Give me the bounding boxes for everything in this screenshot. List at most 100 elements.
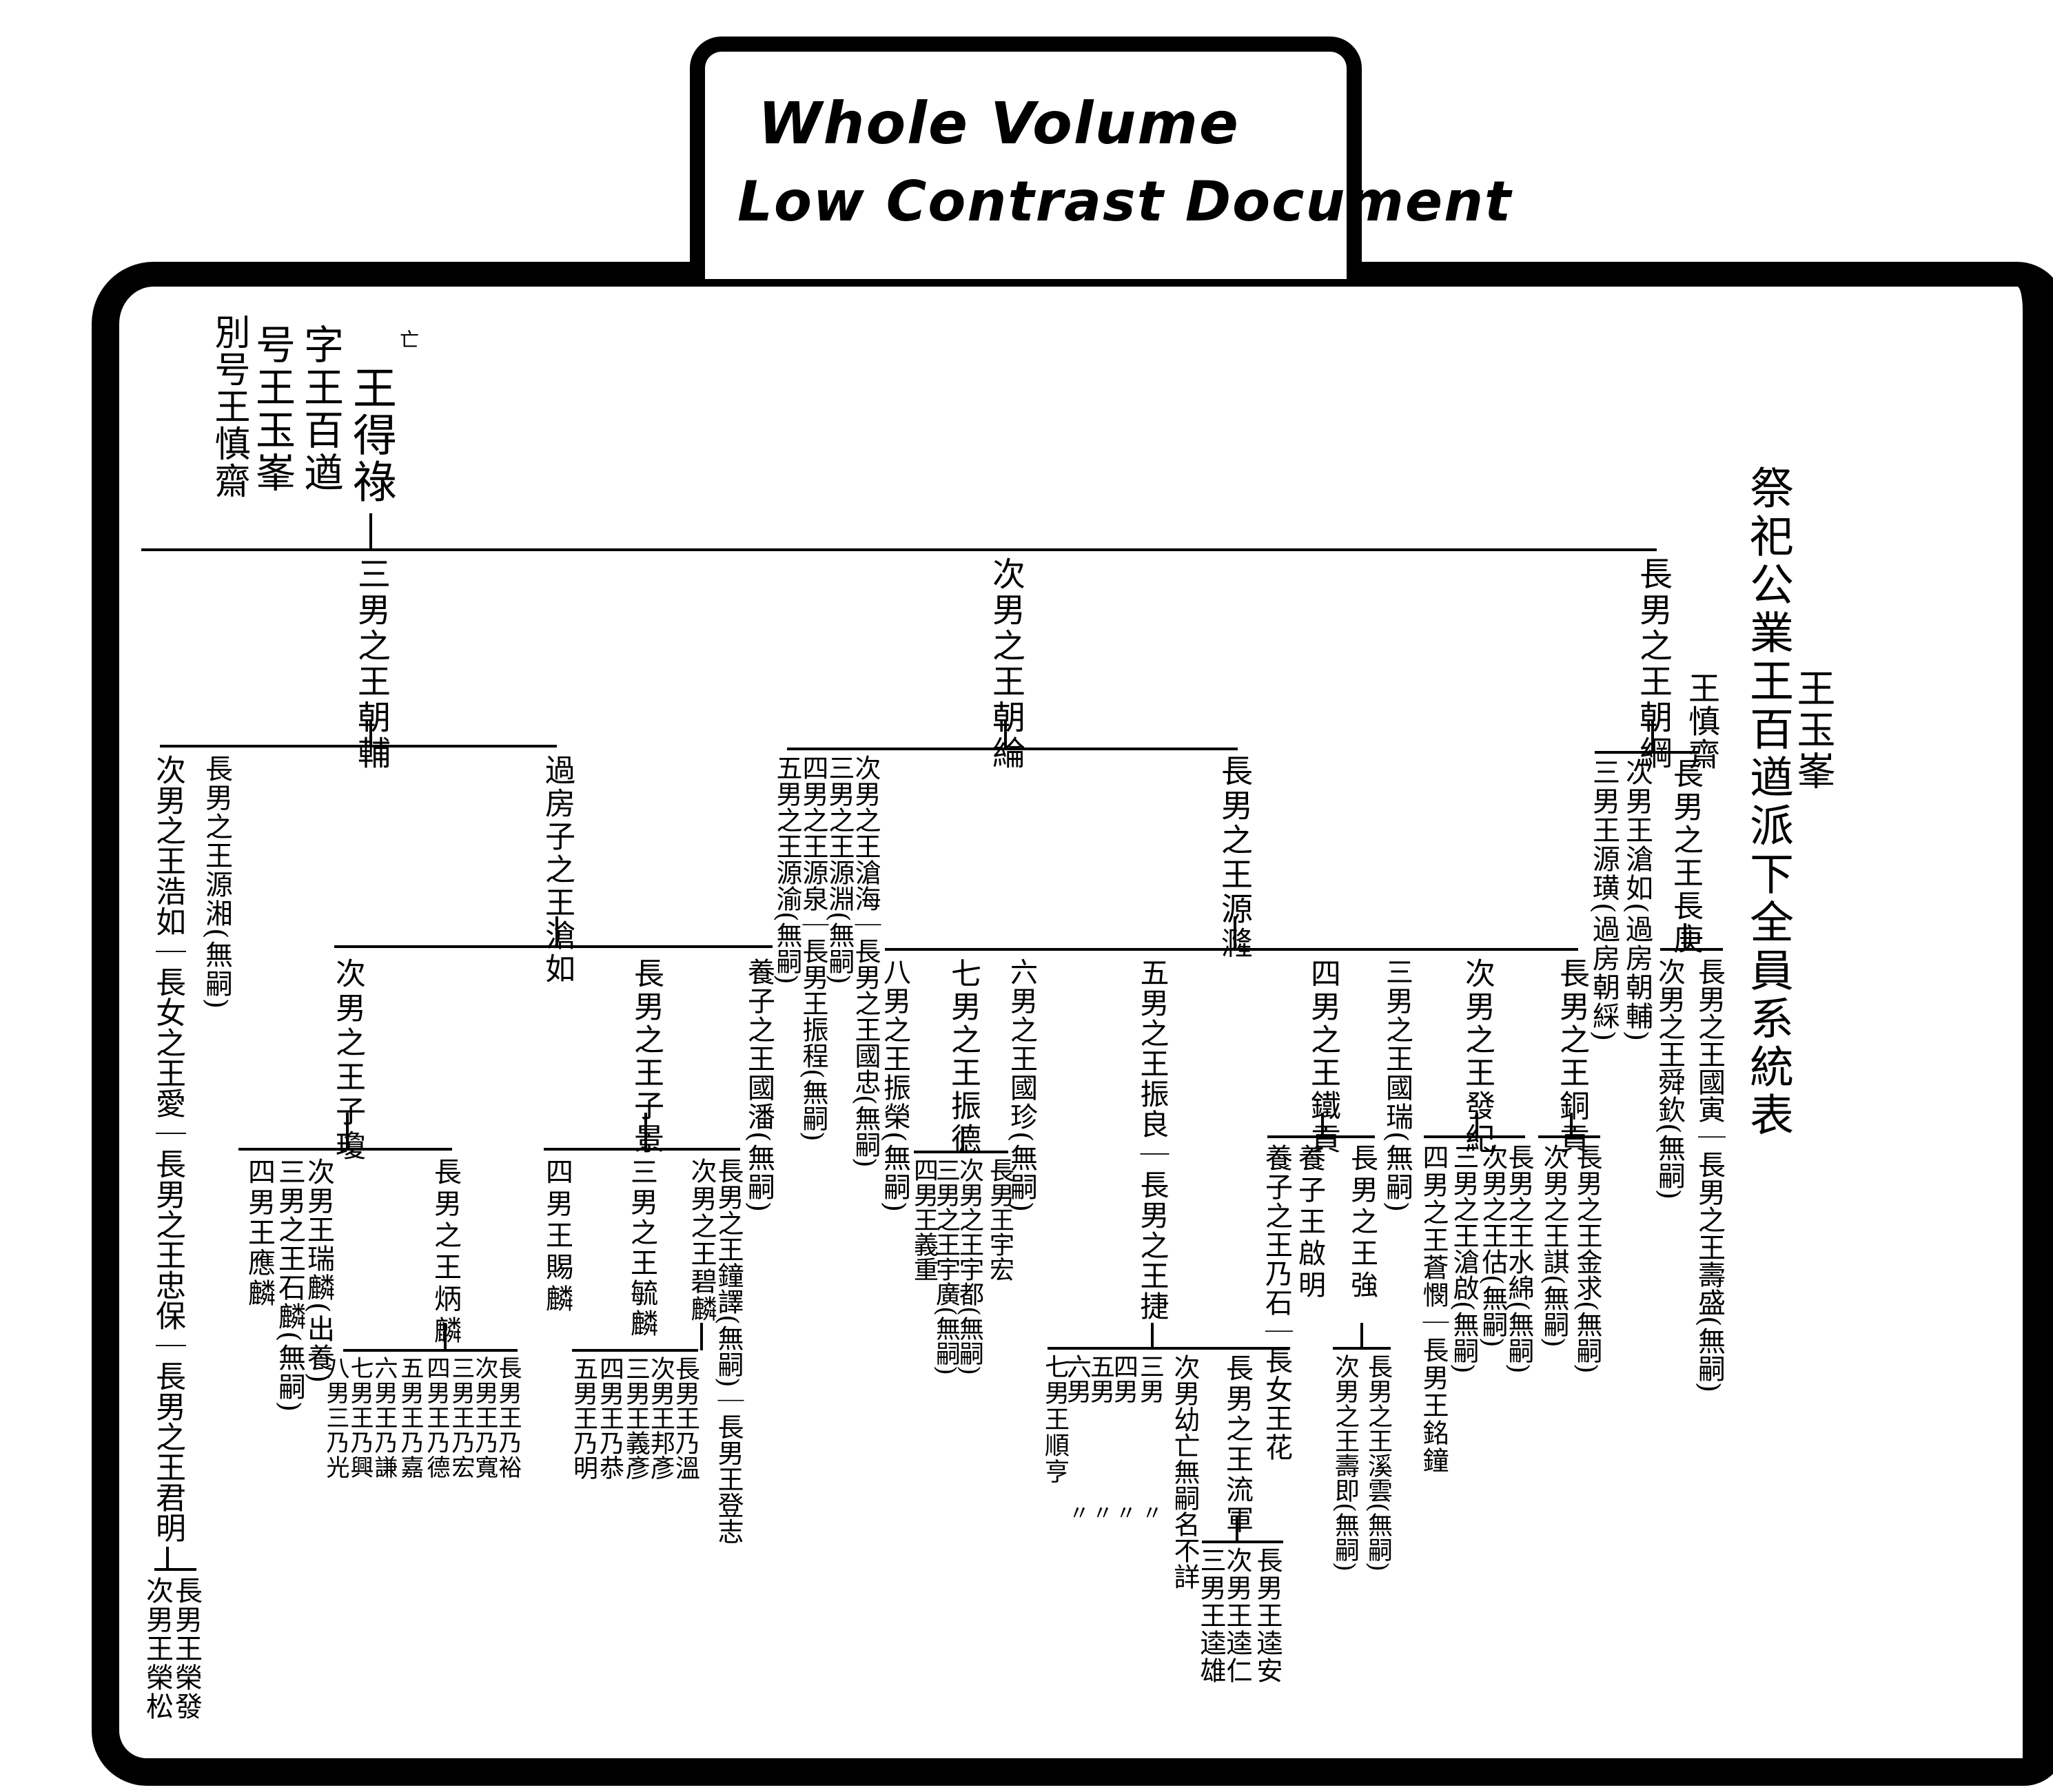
gen4-node: 長男之王鐘譯(無嗣)｜長男王登志 [713,1157,744,1545]
tree-connector-vertical [369,513,372,550]
tree-connector-horizontal [1048,1347,1290,1350]
tree-connector-horizontal [334,945,773,948]
handwritten-label-line2: Low Contrast Document [737,169,1513,234]
gen4-node: 養子王啟明 [1294,1144,1325,1302]
gen2-node: 次男王滄如(過房朝輔) [1621,758,1653,1043]
tree-connector-vertical [346,1113,349,1149]
root-deceased-mark: 亡 [397,329,420,349]
root-courtesy-name: 字王百遒 [297,324,344,495]
gen5-node: 次男王乃寬 [471,1356,498,1480]
tree-connector-vertical [166,1547,169,1569]
tree-connector-horizontal [885,948,1578,951]
gen4-node: 三男之王滄啟(無嗣) [1449,1144,1479,1374]
tree-connector-horizontal [238,1148,452,1151]
tree-connector-horizontal [572,1349,698,1352]
gen3-node: 五男之王振良｜長男之王捷 [1136,958,1170,1321]
gen5-node: 七男王順亨 [1041,1354,1069,1485]
tree-connector-vertical [369,720,372,746]
gen6-node: 次男王榮松 [141,1576,173,1721]
gen2-node: 長男之王源湘(無嗣) [201,754,232,1011]
tree-connector-horizontal [544,1148,740,1151]
gen5-node: 次男之王壽即(無嗣) [1331,1354,1359,1572]
gen5-node: 四男王乃恭 [595,1356,624,1480]
tree-connector-vertical [1475,1113,1478,1137]
gen5-node: 五男王乃嘉 [396,1356,424,1480]
gen4-node: 長男王宇宏 [985,1157,1014,1281]
gen4-node: 三男之王石麟(無嗣) [274,1157,305,1414]
gen5-node: 四男 [1110,1354,1138,1403]
gen4-node: 四男王應麟 [243,1157,275,1309]
tree-connector-horizontal [160,745,557,748]
root-art-name: 号王玉峯 [249,324,296,495]
tree-connector-horizontal [1595,751,1699,754]
gen3-node: 七男之王振德 [946,958,981,1156]
tree-connector-vertical [1234,916,1236,949]
gen2-node: 次男之王浩如｜長女之王愛｜長男之王忠保｜長男之王君明 [150,754,185,1543]
tree-connector-vertical [1684,923,1686,949]
ditto-mark: 〃 [1088,1502,1112,1523]
tree-connector-horizontal [1424,1135,1525,1138]
tree-connector-vertical [961,1126,964,1152]
gen5-node: 六男王乃謙 [370,1356,398,1480]
gen4-node: 養子之王乃石｜長女王花 [1260,1144,1292,1462]
ditto-mark: 〃 [1065,1502,1089,1523]
gen5-node: 三男 [1136,1354,1164,1403]
gen4-node: 四男王賜麟 [541,1157,573,1316]
gen5-node: 長男之王溪雲(無嗣) [1364,1354,1392,1572]
gen5-node: 次男幼亡無嗣名不詳 [1170,1354,1200,1589]
ditto-mark: 〃 [1138,1502,1162,1523]
tree-connector-vertical [700,1323,703,1350]
gen3-node: 六男之王國珍(無嗣) [1005,958,1037,1214]
gen4-node: 四男之王蒼憫｜長男王銘鐘 [1418,1144,1449,1474]
gen4-node: 次男之王估(無嗣) [1478,1144,1508,1348]
gen3-node: 養子之王國潘(無嗣) [743,958,775,1214]
gen5-node: 四男王乃德 [422,1356,450,1480]
gen3-node: 三男之王國瑞(無嗣) [1381,958,1413,1214]
tree-connector-horizontal [1333,1347,1391,1350]
tree-connector-vertical [1360,1323,1363,1348]
root-alias-name: 別号王慎齋 [208,313,249,500]
gen4-node: 長男之王水綿(無嗣) [1504,1144,1534,1374]
gen5-node: 三男王乃宏 [447,1356,475,1480]
tree-connector-horizontal [1202,1541,1283,1543]
tree-connector-horizontal [914,1151,1008,1153]
ditto-mark: 〃 [1112,1502,1136,1523]
tree-connector-vertical [1321,1113,1324,1137]
tree-connector-horizontal [1267,1135,1375,1138]
tree-connector-vertical [644,1113,647,1149]
gen4-node: 次男之王宇都(無嗣) [955,1157,983,1376]
title-subname-1: 王玉峯 [1790,668,1835,792]
title-subname-2: 王慎齋 [1684,672,1721,771]
gen5-node: 長男王乃溫 [671,1356,699,1480]
gen4-node: 長男之王強 [1346,1144,1378,1302]
gen6-node: 三男王逵雄 [1196,1547,1226,1685]
tree-connector-horizontal [154,1568,196,1571]
tree-connector-vertical [555,916,558,947]
handwritten-label-line1: Whole Volume [758,90,1240,157]
gen3-node: 長男之王國寅｜長男之王壽盛(無嗣) [1693,958,1725,1393]
gen5-node: 三男王義彥 [622,1356,650,1480]
gen2-node: 四男之王源泉｜長男王振程(無嗣) [798,754,828,1142]
gen5-node: 五男 [1086,1354,1114,1403]
gen5-node: 七男王乃興 [346,1356,374,1480]
gen2-node: 五男之王源渝(無嗣) [772,754,802,985]
tree-connector-horizontal [787,748,1238,750]
gen2-node: 三男之王源淵(無嗣) [824,754,855,985]
gen5-node: 次男王邦彥 [646,1356,675,1480]
gen4-node: 次男之王碧麟 [686,1157,717,1323]
gen6-node: 長男王榮發 [170,1576,202,1721]
gen6-node: 次男王逵仁 [1222,1547,1252,1685]
tree-connector-horizontal [343,1349,518,1352]
gen2-node: 三男王源璜(過房朝綵) [1588,758,1620,1043]
gen5-node: 長男之王流軍 [1221,1354,1253,1536]
tree-connector-vertical [1236,1516,1238,1542]
tree-connector-horizontal [141,548,1657,551]
tree-connector-vertical [1651,720,1654,752]
tree-connector-horizontal [1660,948,1723,951]
gen2-node: 次男之王滄海｜長男之王國忠(無嗣) [850,754,881,1168]
tree-connector-horizontal [1538,1135,1600,1138]
tree-connector-vertical [1004,720,1007,749]
document-frame [92,262,2053,1786]
gen6-node: 長男王逵安 [1252,1547,1283,1685]
gen2-node: 過房子之王滄如 [540,754,575,986]
